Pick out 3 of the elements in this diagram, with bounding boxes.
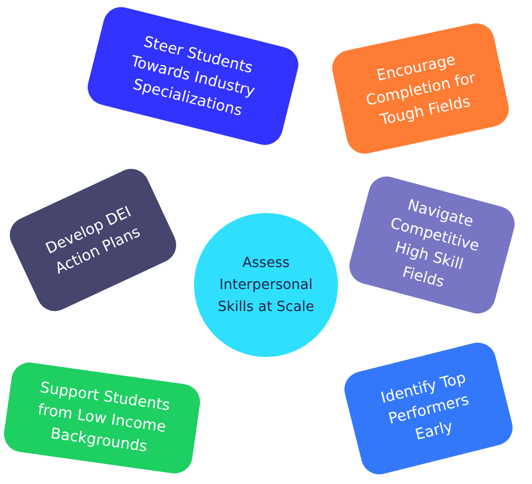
hub-text: Assess Interpersonal Skills at Scale xyxy=(216,254,316,317)
card-text: Support Students from Low Income Backgrounds xyxy=(36,377,172,458)
card-text: Encourage Completion for Tough Fields xyxy=(362,48,478,130)
